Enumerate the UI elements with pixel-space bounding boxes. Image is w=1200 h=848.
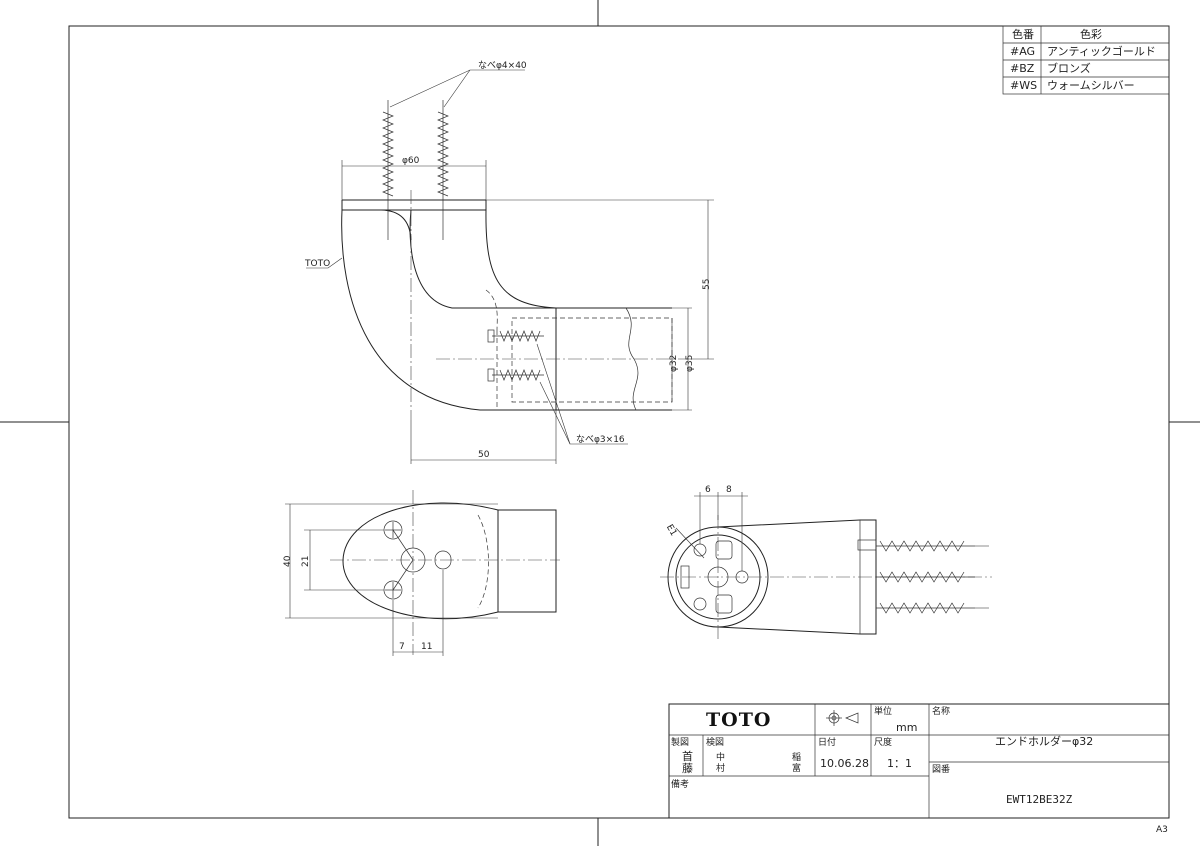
color-code: #WS [1010,79,1037,92]
color-name: ブロンズ [1047,61,1091,75]
dim-phi60: φ60 [402,156,420,166]
dim-50: 50 [478,450,490,460]
dim-6: 6 [705,485,711,495]
drawing-number: EWT12BE32Z [1006,793,1073,806]
hole-label: E1 [664,523,678,538]
dim-11: 11 [421,642,432,652]
brand-mark-callout: TOTO [304,259,330,269]
dim-phi35: φ35 [685,355,695,372]
color-code: #AG [1010,45,1035,58]
screw-side-callout: なべφ3×16 [576,434,625,445]
checked-by-2a: 稲 [792,751,801,763]
unit-value: mm [896,721,917,734]
dim-phi32: φ32 [669,355,679,372]
remarks-label: 備考 [671,778,689,790]
date-value: 10.06.28 [820,757,869,770]
company-logo: TOTO [706,709,771,731]
color-table-header-color: 色彩 [1080,27,1102,41]
drafted-by-2: 藤 [682,762,693,775]
color-table: 色番 色彩 #AG アンティックゴールド #BZ ブロンズ #WS ウォームシル… [1002,25,1170,95]
checked-label: 検図 [706,736,724,748]
color-name: アンティックゴールド [1047,44,1156,58]
dim-7: 7 [399,642,405,652]
drawing-no-label: 図番 [932,763,950,775]
color-name: ウォームシルバー [1047,79,1135,92]
drafted-by-1: 首 [682,749,693,763]
front-view: なべφ4×40 なべφ3×16 TOTO φ60 55 φ32 φ35 50 [304,60,714,464]
wood-screw-top [382,100,449,240]
projection-symbol-icon [826,710,859,726]
screw-top-callout: なべφ4×40 [478,60,527,71]
color-table-header-code: 色番 [1012,27,1034,41]
name-label: 名称 [932,705,950,717]
product-name: エンドホルダーφ32 [995,734,1093,748]
wood-screw-side [487,329,544,382]
dim-55: 55 [702,279,712,290]
drafted-label: 製図 [671,736,689,748]
checked-by-2b: 富 [792,762,801,774]
date-label: 日付 [818,737,836,748]
checked-by-1a: 中 [716,751,725,763]
checked-by-1b: 村 [716,762,725,774]
dim-21: 21 [301,556,311,567]
color-code: #BZ [1010,62,1035,75]
dim-40: 40 [283,555,293,567]
dim-8: 8 [726,485,732,495]
sheet-size-label: A3 [1156,825,1168,835]
scale-label: 尺度 [874,736,892,748]
wood-screw-side-view [876,540,992,614]
side-view: E1 6 8 [660,485,992,640]
scale-value: 1：1 [887,757,912,770]
title-block: TOTO 単位 mm 名称 エンドホルダーφ32 製図 首 藤 検図 中 村 稲… [668,703,1170,819]
unit-label: 単位 [874,705,892,717]
top-view: 40 21 7 11 [283,490,560,656]
